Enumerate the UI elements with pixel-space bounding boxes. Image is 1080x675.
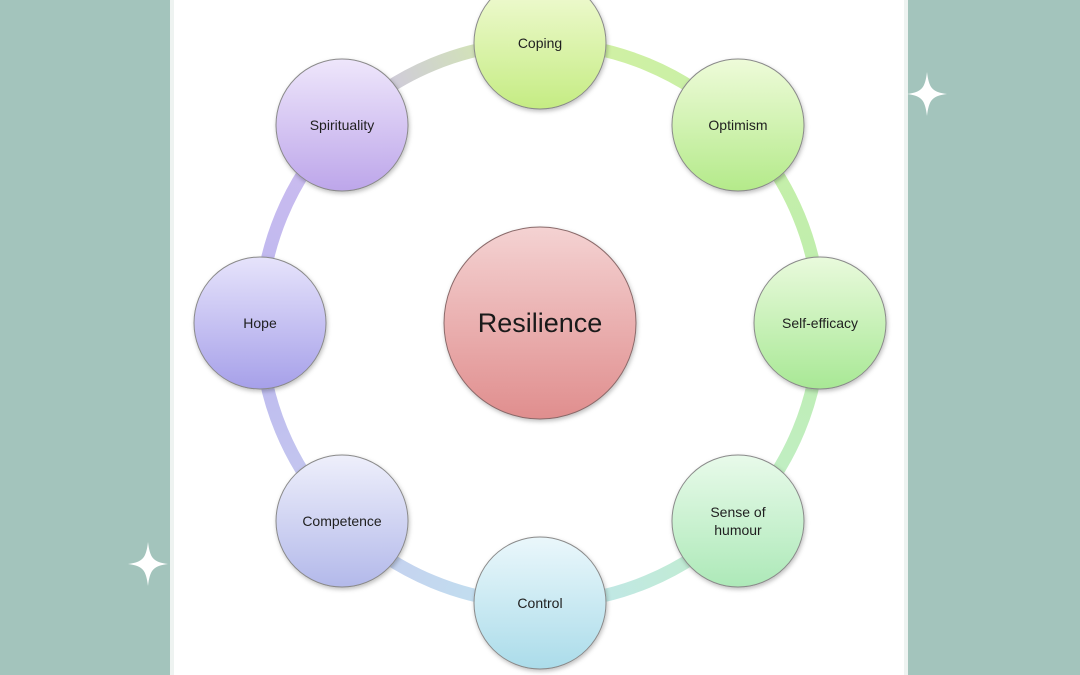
node-label: Competence (302, 513, 382, 529)
sparkle-icon (907, 72, 947, 116)
node-circle (275, 454, 409, 588)
node-circle (275, 58, 409, 192)
node-circle (753, 256, 887, 390)
cycle-node: Spirituality (275, 58, 409, 192)
node-label: humour (714, 522, 762, 538)
node-label: Spirituality (310, 117, 375, 133)
sparkle-icon (128, 542, 168, 586)
node-label: Coping (518, 35, 562, 51)
node-label: Optimism (708, 117, 767, 133)
cycle-node: Control (473, 536, 607, 670)
node-circle (671, 58, 805, 192)
node-circle (671, 454, 805, 588)
cycle-node: Self-efficacy (753, 256, 887, 390)
node-circle (473, 536, 607, 670)
node-label: Hope (243, 315, 277, 331)
center-circle (443, 226, 637, 420)
node-label: Control (517, 595, 562, 611)
node-circle (473, 0, 607, 110)
cycle-node: Competence (275, 454, 409, 588)
cycle-node: Optimism (671, 58, 805, 192)
node-circle (193, 256, 327, 390)
cycle-node: Sense of humour (671, 454, 805, 588)
cycle-node: Hope (193, 256, 327, 390)
node-label: Sense of (710, 504, 765, 520)
node-label: Self-efficacy (782, 315, 858, 331)
center-label: Resilience (478, 308, 603, 338)
cycle-node: Coping (473, 0, 607, 110)
